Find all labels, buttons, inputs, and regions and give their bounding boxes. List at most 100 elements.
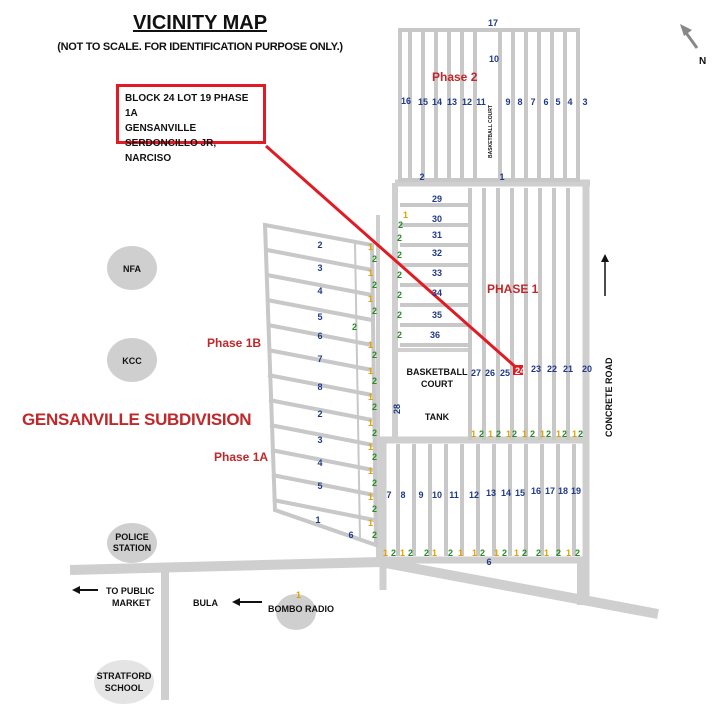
block-number: 4 [567,97,572,107]
stratford-school-landmark [94,660,154,704]
block-number: 21 [563,364,573,374]
lot-marker: 2 [397,290,402,300]
lot-marker: 2 [408,548,413,558]
block-number: 35 [432,310,442,320]
small-basketball-court-label: BASKETBALL COURT [488,105,494,158]
lot-marker: 1 [432,548,437,558]
block-number: 13 [486,488,496,498]
lot-marker: 2 [372,504,377,514]
block-number: 16 [401,96,411,106]
block-number: 14 [432,97,442,107]
lot-marker: 2 [372,530,377,540]
stratford-label-1: STRATFORD [97,671,152,681]
phase1-column-blocks: 29 30 31 32 33 34 35 36 [430,194,442,340]
lot-callout-box: BLOCK 24 LOT 19 PHASE 1A GENSANVILLE SER… [116,84,266,164]
block-6-lower: 6 [486,557,491,567]
block-number: 33 [432,268,442,278]
lot-marker: 2 [502,548,507,558]
block-number: 2 [317,240,322,250]
block-number: 6 [348,530,353,540]
road-arrows [72,254,609,606]
lot-marker: 2 [372,254,377,264]
block-number: 19 [571,486,581,496]
block-number: 25 [500,368,510,378]
lot-marker: 2 [424,548,429,558]
block-number: 12 [469,490,479,500]
lot-marker: 2 [480,548,485,558]
stratford-label-2: SCHOOL [105,683,144,693]
block-number: 8 [517,97,522,107]
tank-label: TANK [425,412,450,422]
lot-marker: 2 [575,548,580,558]
lot-marker: 2 [397,270,402,280]
lot-marker: 2 [522,548,527,558]
lot-marker: 2 [578,429,583,439]
lot-marker: 2 [397,310,402,320]
phase2-area [398,28,580,182]
block-number: 5 [317,481,322,491]
block-1-phase2: 1 [499,172,504,182]
block-number: 2 [317,409,322,419]
lot-marker: 2 [398,220,403,230]
lot-marker: 2 [556,548,561,558]
lot-marker: 1 [403,210,408,220]
block-number: 8 [400,490,405,500]
block-number: 23 [531,364,541,374]
callout-line-3: SERDONCILLO JR, NARCISO [125,138,217,164]
lot-marker: 1 [566,548,571,558]
phase1-label: PHASE 1 [487,282,539,296]
block-number: 18 [558,486,568,496]
lot-marker: 1 [368,518,373,528]
landmarks [94,246,316,704]
block-number: 6 [543,97,548,107]
lot-marker: 2 [372,306,377,316]
block-number: 5 [317,312,322,322]
block-number: 10 [432,490,442,500]
block-number: 29 [432,194,442,204]
lot-marker: 2 [352,322,357,332]
national-highway [69,556,659,619]
block-number: 31 [432,230,442,240]
lot-marker: 1 [368,242,373,252]
map-title: VICINITY MAP [132,12,268,34]
lot-marker: 2 [372,478,377,488]
lot-marker: 1 [368,268,373,278]
block-number: 5 [555,97,560,107]
lot-marker: 1 [488,429,493,439]
market-label-2: MARKET [112,598,151,608]
block-number: 32 [432,248,442,258]
block-number: 7 [386,490,391,500]
block-number: 3 [582,97,587,107]
nfa-landmark [107,246,157,290]
phase1a-blocks: 2 3 4 5 1 6 [315,409,353,540]
phase1b-1a-area [262,222,379,548]
block-number: 34 [432,288,442,298]
map-subtitle: (NOT TO SCALE. FOR IDENTIFICATION PURPOS… [57,41,343,53]
concrete-road-label: CONCRETE ROAD [604,357,614,437]
north-arrow-head [680,24,692,36]
lot-marker: 1 [368,492,373,502]
lot-marker: 1 [522,429,527,439]
lot-marker: 1 [368,340,373,350]
lower-row-area [396,444,576,556]
block-17: 17 [488,18,498,28]
basketball-court-label-2: COURT [421,379,453,389]
lot-markers: 1 2 2 2 2 2 2 2 1 2 1 2 1 2 2 1 2 1 2 1 … [296,210,583,600]
lot-marker: 1 [368,466,373,476]
lot-marker: 2 [397,233,402,243]
block-number: 7 [530,97,535,107]
block-number: 22 [547,364,557,374]
lot-marker: 1 [472,548,477,558]
lot-marker: 1 [296,590,301,600]
lot-marker: 2 [372,280,377,290]
lot-marker: 2 [496,429,501,439]
lot-marker: 1 [540,429,545,439]
block-number: 1 [315,515,320,525]
lot-marker: 2 [546,429,551,439]
lot-marker: 1 [544,548,549,558]
block-number: 9 [418,490,423,500]
phase1b-outline [262,222,379,548]
bula-label: BULA [193,598,218,608]
lot-location-marker [513,365,523,375]
